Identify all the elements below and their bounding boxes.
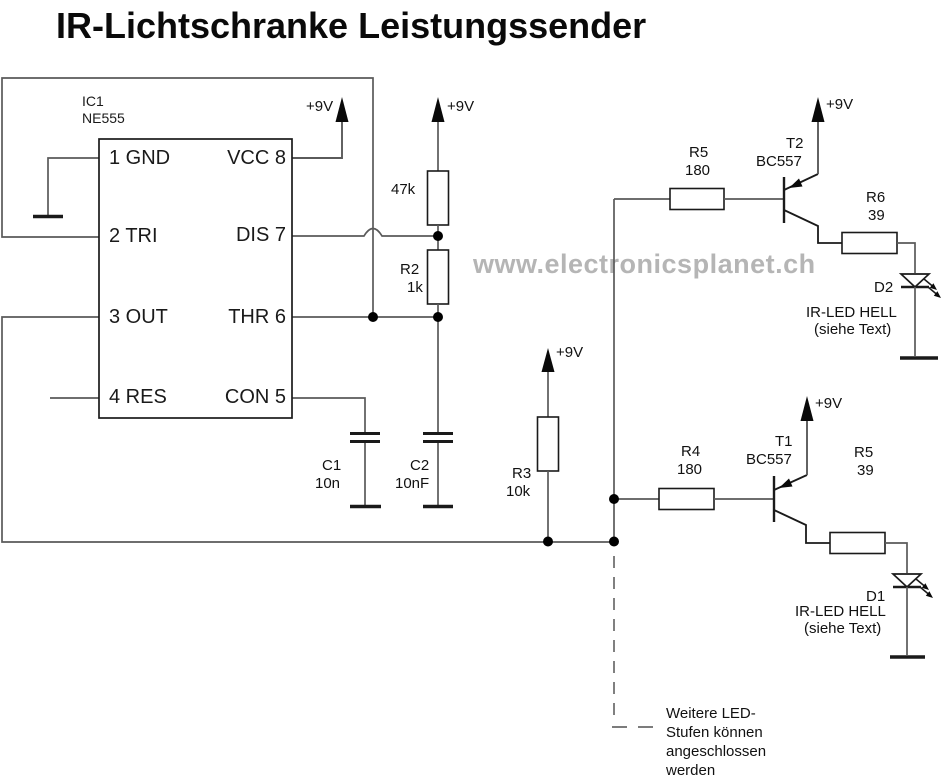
r2-value: 1k xyxy=(407,279,423,296)
ic1-pin1-label: 1 GND xyxy=(109,147,171,169)
annotation-line4: werden xyxy=(666,762,716,779)
led-d1 xyxy=(890,573,933,598)
supply-label-t2: +9V xyxy=(826,96,854,113)
supply-arrow-r1 xyxy=(431,97,445,171)
r4-value: 180 xyxy=(677,461,703,478)
resistor-r5b xyxy=(829,531,886,555)
d1-ref: D1 xyxy=(866,588,886,605)
resistor-r5a xyxy=(669,187,725,211)
ic1-pin7-label: DIS 7 xyxy=(235,224,286,246)
ic1-pin6-label: THR 6 xyxy=(228,306,286,328)
annotation-line3: angeschlossen xyxy=(666,743,767,760)
watermark-text: www.electronicsplanet.ch xyxy=(473,249,816,279)
wire-output-rail xyxy=(1,316,614,543)
ic1-pin8-label: VCC 8 xyxy=(227,147,286,169)
junction-dots xyxy=(368,231,619,547)
stage-t2 xyxy=(614,97,941,360)
resistor-r3 xyxy=(536,416,560,542)
resistor-r6 xyxy=(841,231,898,255)
ic1-pin2-label: 2 TRI xyxy=(109,225,158,247)
d2-desc: IR-LED HELL xyxy=(806,304,897,321)
ic1-ref: IC1 xyxy=(82,93,104,109)
ic1-pin5-label: CON 5 xyxy=(224,386,286,408)
supply-arrow-t2 xyxy=(811,97,825,174)
page-title: IR-Lichtschranke Leistungssender xyxy=(56,5,647,46)
resistor-r1-47k xyxy=(426,170,450,250)
c2-value: 10nF xyxy=(395,475,430,492)
c2-ref: C2 xyxy=(410,457,430,474)
c1-ref: C1 xyxy=(322,457,342,474)
wire-con5 xyxy=(292,397,366,432)
r6-value: 39 xyxy=(868,207,885,224)
t2-ref: T2 xyxy=(786,135,804,152)
supply-arrow-vcc xyxy=(292,97,349,159)
r5a-value: 180 xyxy=(685,162,711,179)
t1-part: BC557 xyxy=(746,451,792,468)
dashed-expansion-line xyxy=(612,556,658,728)
supply-arrow-t1 xyxy=(800,396,814,475)
r5a-ref: R5 xyxy=(689,144,709,161)
d1-desc: IR-LED HELL xyxy=(795,603,886,620)
d1-note: (siehe Text) xyxy=(804,620,882,637)
supply-arrow-r3 xyxy=(541,348,555,417)
resistor-r4 xyxy=(658,487,715,511)
r5b-value: 39 xyxy=(857,462,874,479)
stage-t1 xyxy=(614,396,933,659)
t2-part: BC557 xyxy=(756,153,802,170)
ic1-pin4-label: 4 RES xyxy=(109,386,167,408)
led-d2 xyxy=(898,273,941,298)
t1-ref: T1 xyxy=(775,433,793,450)
supply-label-r3: +9V xyxy=(556,344,584,361)
r3-ref: R3 xyxy=(512,465,532,482)
wire-dis7 xyxy=(292,227,438,237)
r1-value: 47k xyxy=(391,181,416,198)
d2-ref: D2 xyxy=(874,279,894,296)
r5b-ref: R5 xyxy=(854,444,874,461)
supply-label-t1: +9V xyxy=(815,395,843,412)
ground-ic-pin1 xyxy=(33,157,99,219)
supply-label-r1: +9V xyxy=(447,98,475,115)
wire-trigger-loop xyxy=(1,77,374,317)
r6-ref: R6 xyxy=(866,189,886,206)
ic1-body xyxy=(98,138,293,419)
capacitor-c2 xyxy=(423,432,453,509)
ic1-part: NE555 xyxy=(82,110,125,126)
supply-label-vcc: +9V xyxy=(306,98,334,115)
d2-note: (siehe Text) xyxy=(814,321,892,338)
annotation-line2: Stufen können xyxy=(666,724,763,741)
resistor-r2 xyxy=(426,249,450,432)
r3-value: 10k xyxy=(506,483,531,500)
ic1-pin3-label: 3 OUT xyxy=(109,306,168,328)
r2-ref: R2 xyxy=(400,261,420,278)
capacitor-c1 xyxy=(350,432,381,509)
annotation-line1: Weitere LED- xyxy=(666,705,756,722)
c1-value: 10n xyxy=(315,475,341,492)
transistor-t1 xyxy=(772,474,830,544)
transistor-t2 xyxy=(782,173,842,244)
r4-ref: R4 xyxy=(681,443,701,460)
